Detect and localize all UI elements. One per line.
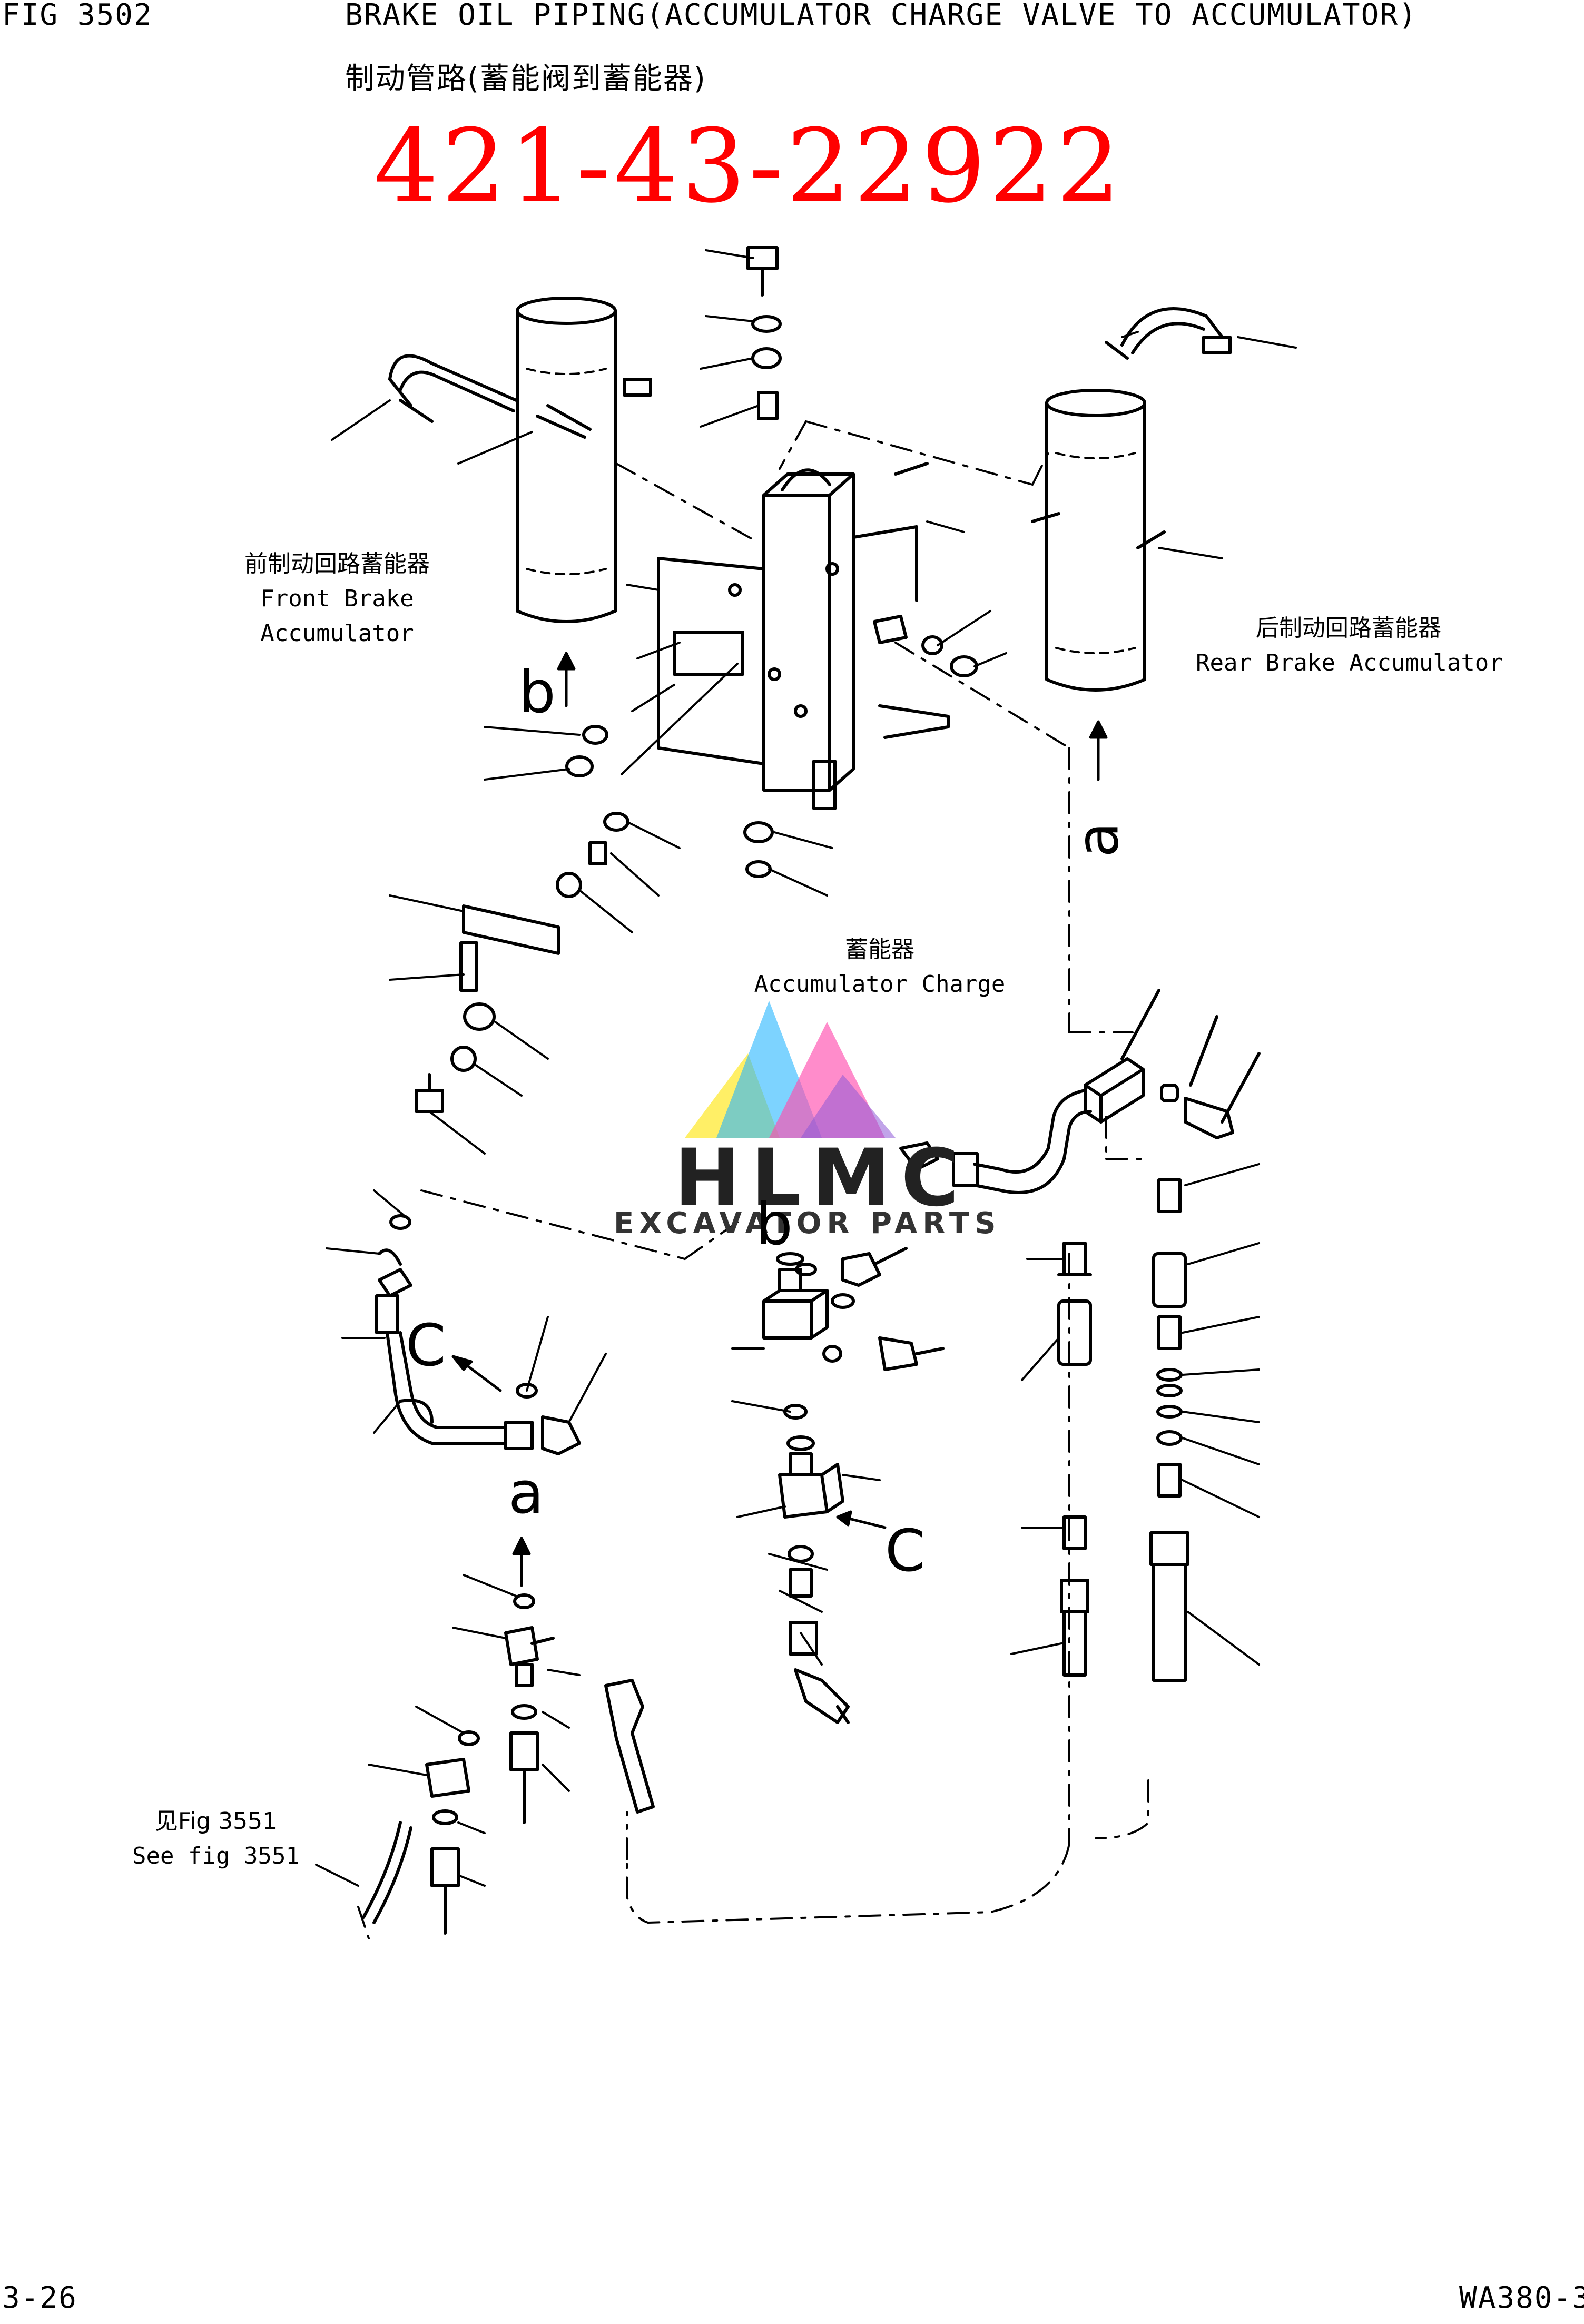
figure-number: FIG 3502 [2, 0, 153, 32]
left-hose-assembly [375, 1214, 581, 1455]
rear-accumulator-label-en: Rear Brake Accumulator [1196, 649, 1503, 676]
callout-c-left: C [406, 1312, 446, 1379]
lower-left-fittings [362, 1593, 655, 1935]
left-leaders [326, 1189, 607, 1434]
rear-accumulator-label: 后制动回路蓄能器 Rear Brake Accumulator [1196, 611, 1503, 681]
callout-b-center: b [756, 1190, 793, 1258]
front-accumulator [516, 297, 617, 623]
accumulator-charge-label-cn: 蓄能器 [845, 936, 914, 963]
pipe-charge-to-tee [952, 1089, 1092, 1194]
figure-title-english: BRAKE OIL PIPING(ACCUMULATOR CHARGE VALV… [345, 0, 1418, 32]
mounting-bracket [657, 462, 950, 810]
right-leaders [1010, 1163, 1260, 1666]
part-number: 421-43-22922 [374, 108, 1124, 225]
watermark-brand: HLMC [674, 1133, 970, 1224]
arrows [451, 652, 1108, 1587]
leader-lines [331, 249, 1297, 1155]
see-fig-label-cn: 见Fig 3551 [154, 1808, 278, 1835]
watermark-subtitle: EXCAVATOR PARTS [614, 1206, 1001, 1240]
accumulator-charge-label: 蓄能器 Accumulator Charge [748, 932, 1011, 1002]
front-accumulator-label-cn: 前制动回路蓄能器 [244, 550, 430, 577]
right-hose-stack [1057, 1178, 1189, 1682]
see-fig-label: 见Fig 3551 See fig 3551 [132, 1804, 300, 1874]
see-fig-label-en: See fig 3551 [132, 1843, 300, 1869]
lower-left-leaders [315, 1347, 881, 1887]
figure-title-chinese: 制动管路(蓄能阀到蓄能器) [345, 62, 706, 96]
rear-accumulator-label-cn: 后制动回路蓄能器 [1256, 615, 1441, 642]
page-number: 3-26 [2, 2281, 77, 2315]
model-code: WA380-3 [1459, 2281, 1584, 2315]
front-accumulator-label: 前制动回路蓄能器 Front Brake Accumulator [227, 547, 448, 642]
small-hardware [415, 635, 978, 1113]
rear-clamp [1031, 307, 1232, 549]
upper-bolt-stack [746, 246, 782, 420]
callout-a-right: a [1064, 822, 1132, 858]
watermark-logo [685, 1001, 896, 1138]
callout-c-center: C [885, 1517, 926, 1584]
front-accumulator-label-en-1: Front Brake [260, 585, 414, 612]
tee-block-right [1084, 989, 1261, 1139]
rear-accumulator [1045, 389, 1146, 692]
front-clamp [388, 354, 652, 439]
callout-b-upper: b [519, 658, 556, 726]
callout-a-lower: a [508, 1459, 544, 1527]
accumulator-charge-label-en: Accumulator Charge [754, 971, 1006, 998]
front-accumulator-label-en-2: Accumulator [260, 620, 414, 642]
phantom-outline [357, 420, 1149, 1939]
